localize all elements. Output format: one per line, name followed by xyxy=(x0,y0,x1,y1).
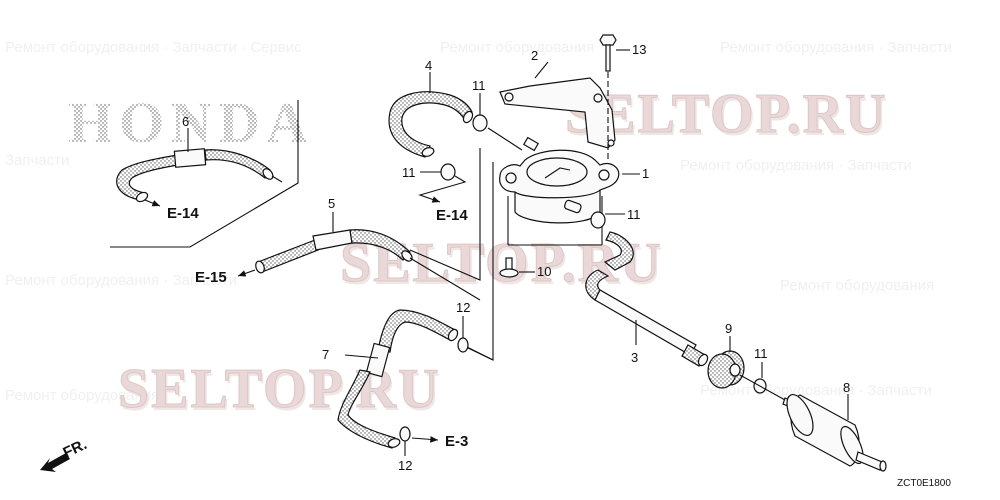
callout-10: 10 xyxy=(537,264,551,279)
svg-text:Запчасти: Запчасти xyxy=(5,152,69,169)
callout-2: 2 xyxy=(531,48,538,63)
part-10-bolt[interactable] xyxy=(499,257,535,278)
callout-9: 9 xyxy=(725,321,732,336)
part-4-hose[interactable] xyxy=(388,72,474,158)
watermark-seltop-3: SELTOP.RU xyxy=(118,358,441,420)
part-11-clip-upper[interactable] xyxy=(472,93,523,151)
callout-4: 4 xyxy=(425,58,432,73)
xref-e3[interactable]: E-3 xyxy=(445,433,468,450)
honda-logo: HONDA xyxy=(68,90,314,155)
part-13-bolt[interactable] xyxy=(599,34,630,160)
xref-e14-left[interactable]: E-14 xyxy=(167,205,199,222)
watermark-seltop-1: SELTOP.RU xyxy=(565,83,888,145)
svg-text:Ремонт оборудования: Ремонт оборудования xyxy=(780,277,934,294)
svg-text:Ремонт оборудования · Запчасти: Ремонт оборудования · Запчасти · Сервис xyxy=(5,39,302,56)
svg-text:Ремонт оборудования · Запчасти: Ремонт оборудования · Запчасти xyxy=(5,272,237,289)
part-1-fuel-pump[interactable] xyxy=(499,136,640,246)
part-11-clip-filter[interactable] xyxy=(739,362,786,401)
callout-6: 6 xyxy=(182,114,189,129)
watermark-group: SELTOP.RU SELTOP.RU SELTOP.RU SELTOP.RU … xyxy=(118,83,890,424)
xref-e15[interactable]: E-15 xyxy=(195,269,227,286)
callout-8: 8 xyxy=(843,380,850,395)
part-2-bracket[interactable] xyxy=(499,61,616,149)
callout-11-upper: 11 xyxy=(472,78,486,93)
callout-13: 13 xyxy=(632,42,646,57)
callout-7: 7 xyxy=(322,347,329,362)
callout-11-lower-left: 11 xyxy=(402,165,416,180)
svg-text:Ремонт оборудования · Запчасти: Ремонт оборудования · Запчасти xyxy=(680,157,912,174)
front-direction-arrow-icon: FR. xyxy=(40,436,90,472)
svg-text:Ремонт оборудования · Запчасти: Ремонт оборудования · Запчасти xyxy=(720,39,952,56)
svg-text:FR.: FR. xyxy=(61,436,90,462)
part-5-hose[interactable] xyxy=(237,212,481,301)
svg-text:SELTOP.RU: SELTOP.RU xyxy=(567,86,890,148)
part-12-clip-lower[interactable] xyxy=(399,426,439,456)
svg-text:SELTOP.RU: SELTOP.RU xyxy=(120,361,443,423)
callout-12-upper: 12 xyxy=(456,300,470,315)
part-8-fuel-filter[interactable] xyxy=(782,391,887,472)
svg-text:Ремонт оборудования: Ремонт оборудования xyxy=(440,39,594,56)
diagram-code: ZCT0E1800 xyxy=(897,478,951,489)
part-3-hose[interactable] xyxy=(585,231,710,367)
callout-12-lower: 12 xyxy=(398,458,412,473)
xref-e14-center[interactable]: E-14 xyxy=(436,207,468,224)
part-11-clip-pump[interactable] xyxy=(590,211,625,229)
callout-3: 3 xyxy=(631,350,638,365)
callout-11-pump: 11 xyxy=(627,207,641,222)
part-7-hose[interactable] xyxy=(337,309,459,449)
callout-5: 5 xyxy=(328,196,335,211)
part-6-hose[interactable] xyxy=(116,128,283,207)
part-11-clip-lower-left[interactable] xyxy=(418,163,467,203)
svg-text:Ремонт оборудования: Ремонт оборудования xyxy=(5,387,159,404)
callout-1: 1 xyxy=(642,166,649,181)
part-9-grommet[interactable] xyxy=(707,336,745,389)
part-12-clip-upper[interactable] xyxy=(457,316,494,361)
callout-11-filter: 11 xyxy=(754,346,768,361)
